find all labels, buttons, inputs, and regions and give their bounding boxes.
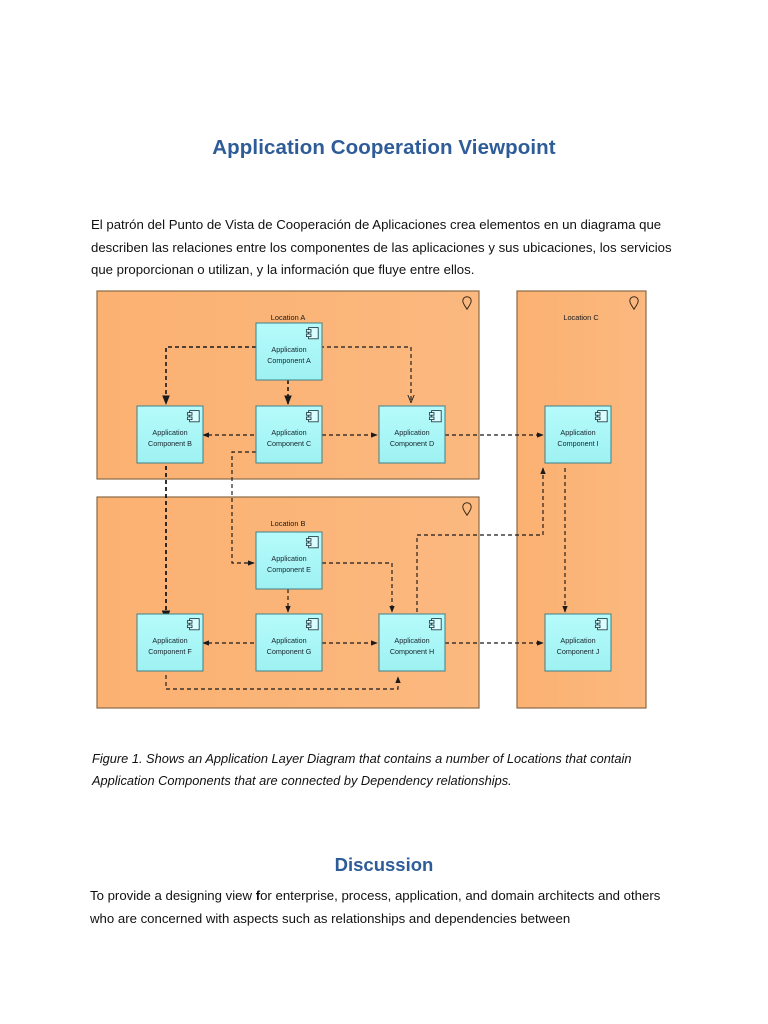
component-j-label-line1: Application — [560, 636, 595, 645]
location-a-label: Location A — [271, 313, 306, 322]
component-b-label-line1: Application — [152, 428, 187, 437]
discussion-heading: Discussion — [334, 854, 434, 876]
component-e-label-line2: Component E — [267, 565, 311, 574]
component-j-label-line2: Component J — [557, 647, 600, 656]
component-g-label-line1: Application — [271, 636, 306, 645]
page-title: Application Cooperation Viewpoint — [212, 135, 556, 159]
component-f-label-line2: Component F — [148, 647, 192, 656]
component-h-label-line1: Application — [394, 636, 429, 645]
discussion-text-part1: To provide a designing view — [90, 888, 256, 904]
application-cooperation-diagram: Location A Location B Location C — [96, 290, 648, 710]
location-c-label: Location C — [563, 313, 599, 322]
component-i-box[interactable]: Application Component I — [544, 405, 612, 464]
discussion-paragraph: To provide a designing view for enterpri… — [90, 885, 670, 930]
component-i-label-line2: Component I — [557, 439, 598, 448]
component-d-box[interactable]: Application Component D — [378, 405, 446, 464]
discussion-bold-f: f — [255, 888, 261, 904]
component-c-label-line1: Application — [271, 428, 306, 437]
component-c-box[interactable]: Application Component C — [255, 405, 323, 464]
component-b-box[interactable]: Application Component B — [136, 405, 204, 464]
component-h-box[interactable]: Application Component H — [378, 613, 446, 672]
component-e-box[interactable]: Application Component E — [255, 531, 323, 590]
location-b-container[interactable]: Location B — [96, 496, 480, 709]
dependency-connectors — [161, 346, 568, 690]
component-g-label-line2: Component G — [267, 647, 312, 656]
component-f-label-line1: Application — [152, 636, 187, 645]
component-i-label-line1: Application — [560, 428, 595, 437]
component-e-label-line1: Application — [271, 554, 306, 563]
location-b-label: Location B — [271, 519, 306, 528]
component-d-label-line2: Component D — [390, 439, 434, 448]
component-d-label-line1: Application — [394, 428, 429, 437]
figure-caption: Figure 1. Shows an Application Layer Dia… — [92, 750, 632, 789]
component-b-label-line2: Component B — [148, 439, 192, 448]
discussion-text-part2: or enterprise, process, application, and… — [90, 888, 661, 926]
component-c-label-line2: Component C — [267, 439, 311, 448]
component-h-label-line2: Component H — [390, 647, 434, 656]
component-a-label-line2: Component A — [267, 356, 311, 365]
component-a-box[interactable]: Application Component A — [255, 322, 323, 381]
component-g-box[interactable]: Application Component G — [255, 613, 323, 672]
component-a-label-line1: Application — [271, 345, 306, 354]
intro-paragraph: El patrón del Punto de Vista de Cooperac… — [91, 217, 672, 278]
component-j-box[interactable]: Application Component J — [544, 613, 612, 672]
component-f-box[interactable]: Application Component F — [136, 613, 204, 672]
